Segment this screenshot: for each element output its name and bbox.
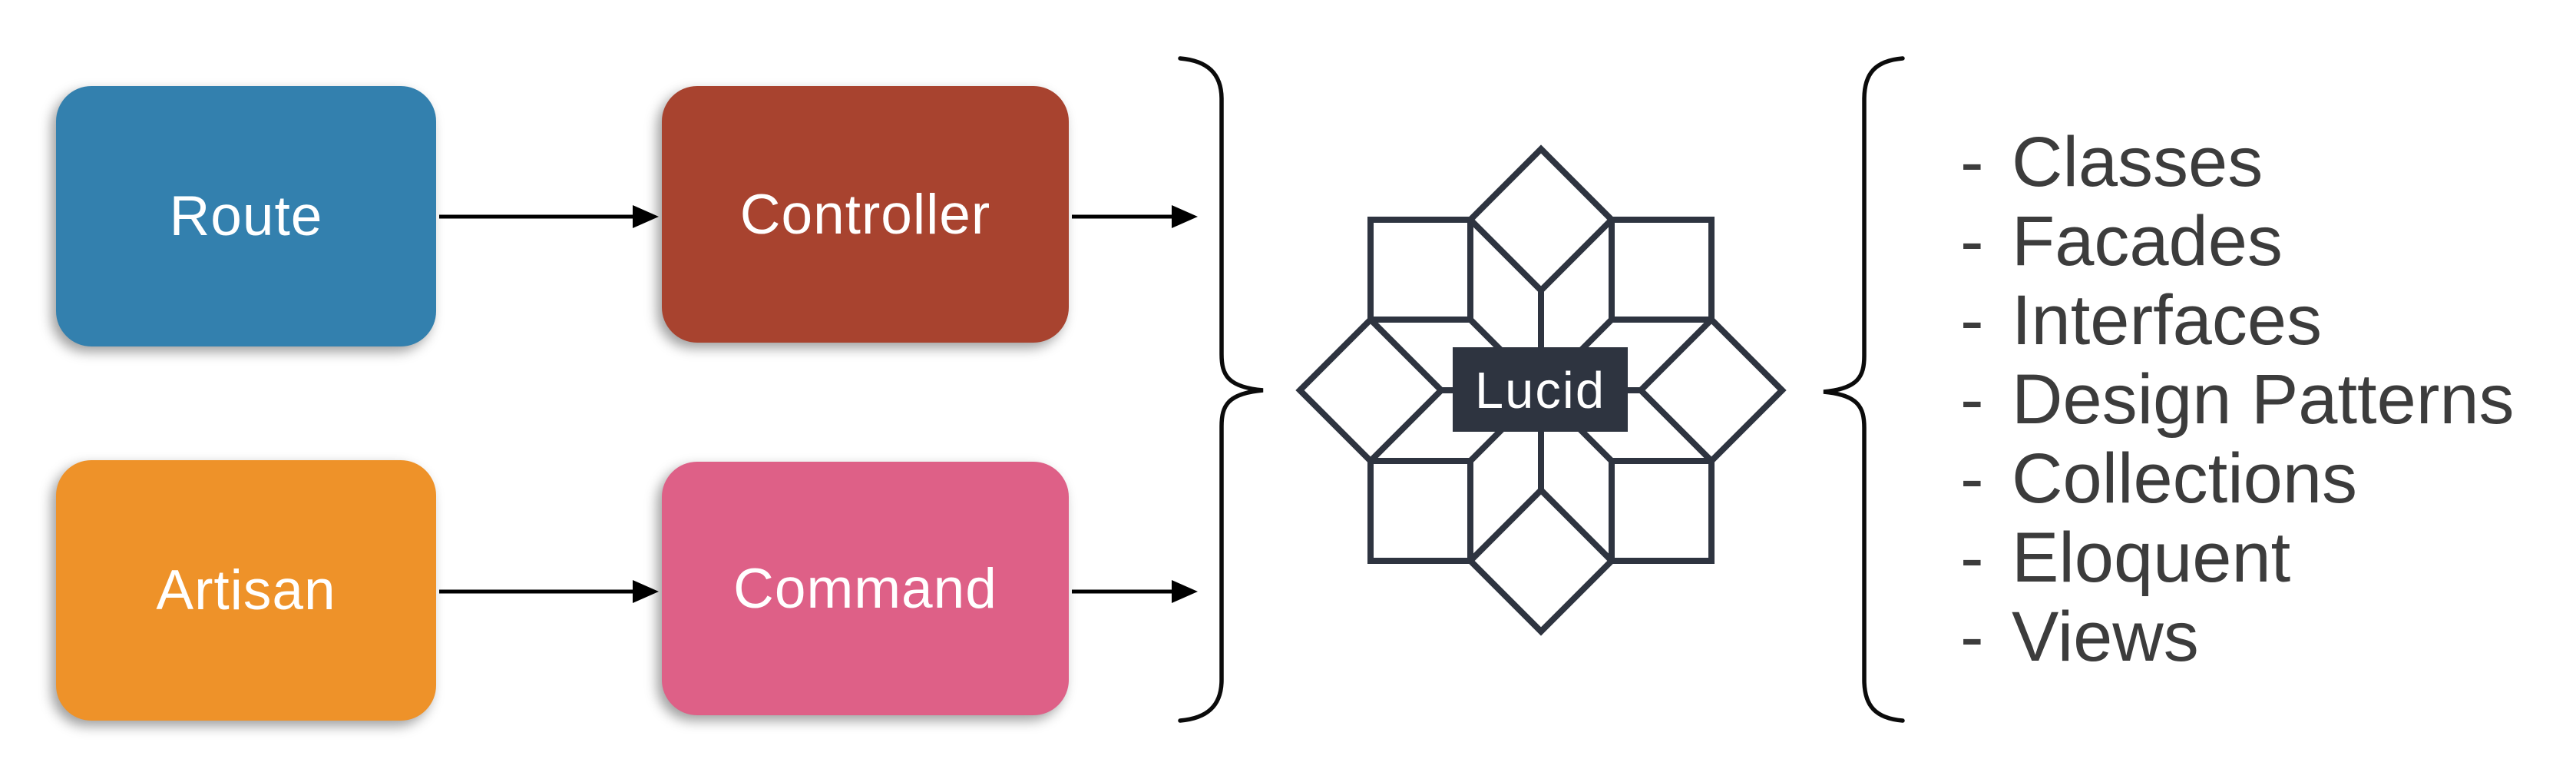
list-item-label: Design Patterns — [2012, 360, 2515, 439]
arrow-command-to-brace — [1072, 580, 1198, 603]
dash-bullet: - — [1960, 202, 1984, 280]
list-item-label: Collections — [2012, 439, 2357, 518]
arrow-artisan-to-command — [439, 580, 659, 603]
dash-bullet: - — [1960, 360, 1984, 439]
list-item-label: Interfaces — [2012, 281, 2322, 360]
list-item: - Interfaces — [1960, 281, 2515, 360]
list-item: - Eloquent — [1960, 519, 2515, 598]
command-box: Command — [662, 462, 1069, 715]
lucid-badge-label: Lucid — [1475, 362, 1605, 419]
logo-square-ne — [1609, 217, 1715, 323]
list-item-label: Classes — [2012, 123, 2264, 201]
logo-diamond-east — [1636, 315, 1787, 466]
list-item-label: Facades — [2012, 202, 2283, 280]
logo-square-se — [1609, 458, 1715, 564]
list-item: - Collections — [1960, 439, 2515, 519]
artisan-box-label: Artisan — [156, 559, 336, 622]
arrow-route-to-controller — [439, 205, 659, 228]
logo-square-sw — [1367, 458, 1473, 564]
feature-list: - Classes - Facades - Interfaces - Desig… — [1960, 123, 2515, 677]
list-item: - Views — [1960, 598, 2515, 677]
list-item-label: Eloquent — [2012, 519, 2291, 597]
arrowhead-icon — [1172, 580, 1198, 603]
lucid-badge — [1453, 347, 1628, 432]
braces — [1178, 56, 1905, 723]
logo-square-nw — [1367, 217, 1473, 323]
route-box-label: Route — [169, 185, 323, 247]
route-box: Route — [56, 86, 436, 346]
list-item: - Design Patterns — [1960, 360, 2515, 439]
logo-diamond-north — [1466, 144, 1616, 295]
controller-box: Controller — [662, 86, 1069, 343]
dash-bullet: - — [1960, 519, 1984, 597]
list-item: - Classes — [1960, 123, 2515, 202]
logo-diamond-west — [1295, 315, 1446, 466]
logo-diamond-south — [1466, 486, 1616, 636]
flow-arrows — [439, 205, 1198, 603]
lucid-logo: Lucid — [1295, 144, 1787, 636]
list-item-label: Views — [2012, 598, 2199, 676]
arrowhead-icon — [1172, 205, 1198, 228]
command-box-label: Command — [733, 557, 997, 620]
dash-bullet: - — [1960, 439, 1984, 518]
controller-box-label: Controller — [739, 183, 991, 246]
dash-bullet: - — [1960, 123, 1984, 201]
dash-bullet: - — [1960, 281, 1984, 360]
opening-brace — [1823, 56, 1905, 723]
list-item: - Facades — [1960, 202, 2515, 281]
arrowhead-icon — [633, 205, 659, 228]
dash-bullet: - — [1960, 598, 1984, 676]
arrow-controller-to-brace — [1072, 205, 1198, 228]
closing-brace — [1178, 56, 1264, 723]
arrowhead-icon — [633, 580, 659, 603]
artisan-box: Artisan — [56, 460, 436, 721]
